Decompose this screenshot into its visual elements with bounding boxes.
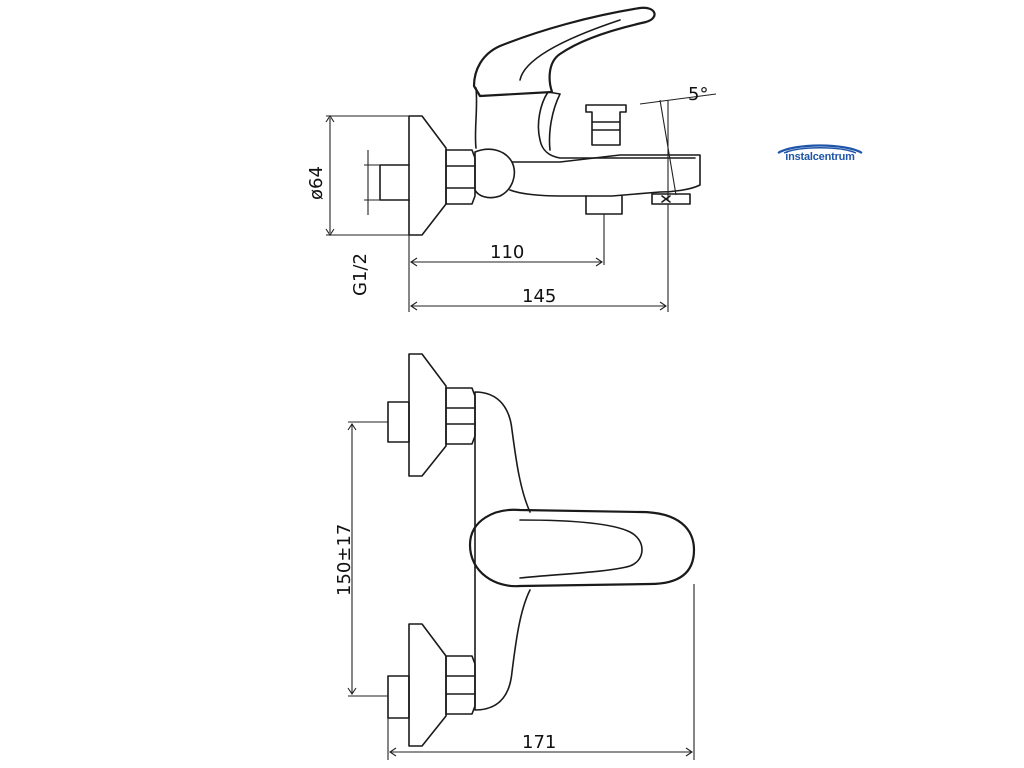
dim-center-label: 150±17 — [334, 524, 355, 596]
dim-width-label: 171 — [522, 732, 556, 753]
logo-arc-icon — [777, 144, 863, 154]
dim-width-line — [387, 584, 695, 760]
top-rosette-upper — [408, 353, 447, 477]
dim-total-length-label: 145 — [522, 286, 556, 307]
dim-spout-label: 110 — [490, 242, 524, 263]
side-body — [474, 148, 516, 199]
side-spout — [537, 91, 696, 159]
side-diverter-knob — [585, 104, 627, 146]
top-view: 150±17 171 — [334, 353, 696, 760]
side-bottom-outlet — [585, 195, 623, 215]
side-wall-rosette — [408, 115, 447, 236]
side-view: ø64 G1/2 110 145 5° — [306, 6, 717, 312]
side-hex-nut — [445, 149, 476, 205]
dim-diameter-label: ø64 — [306, 166, 327, 200]
top-rosette-lower — [408, 623, 447, 747]
dim-thread-label: G1/2 — [350, 253, 371, 296]
side-lever-inner — [519, 19, 621, 81]
dim-spout-line — [408, 214, 605, 312]
top-nut-upper — [445, 387, 476, 445]
top-body — [474, 391, 531, 711]
side-lever-handle — [472, 6, 656, 98]
dim-thread-line — [364, 150, 380, 215]
top-inlet-lower — [387, 675, 410, 719]
top-nut-lower — [445, 655, 476, 715]
top-lever-handle — [468, 508, 696, 588]
side-mixer-body — [474, 87, 701, 197]
side-aerator — [651, 193, 691, 205]
side-inlet-pipe — [379, 164, 410, 201]
dim-angle-line — [639, 93, 717, 200]
top-lever-inner — [519, 519, 643, 579]
logo-text: instalcentrum — [785, 151, 855, 163]
dim-angle-label: 5° — [688, 84, 708, 105]
top-inlet-upper — [387, 401, 410, 443]
dim-center-line — [347, 421, 388, 697]
dim-total-length-line — [410, 204, 669, 312]
dim-diameter-line — [325, 115, 409, 236]
instalcentrum-logo: instalcentrum — [774, 142, 866, 168]
